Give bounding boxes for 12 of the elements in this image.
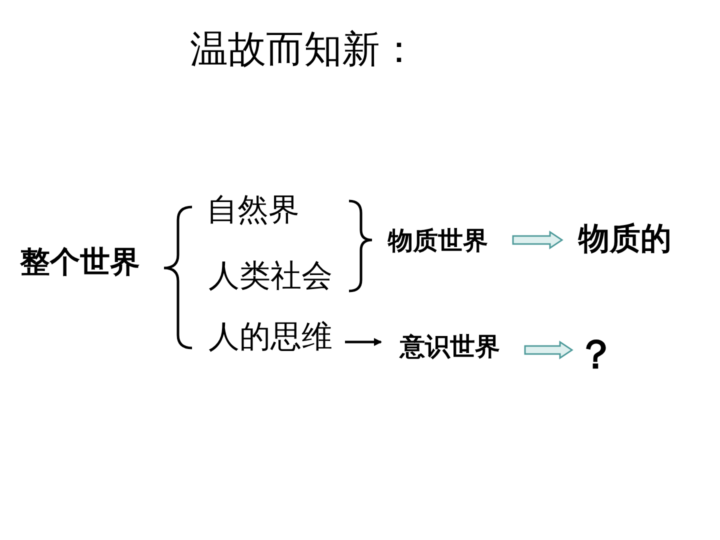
node-label: 物质世界 — [373, 223, 503, 257]
title: 温故而知新： — [190, 26, 418, 73]
node-label: 人类社会 — [198, 257, 343, 295]
node-label: 人的思维 — [198, 318, 343, 356]
node-label: 意识世界 — [385, 329, 515, 363]
node-label: 物质的 — [570, 220, 680, 258]
block-arrow — [524, 340, 574, 360]
node-label: 自然界 — [198, 191, 308, 229]
node-label: 整个世界 — [6, 242, 154, 282]
arrow — [345, 338, 382, 346]
node-label: ？ — [580, 332, 612, 376]
block-arrow — [512, 230, 564, 250]
